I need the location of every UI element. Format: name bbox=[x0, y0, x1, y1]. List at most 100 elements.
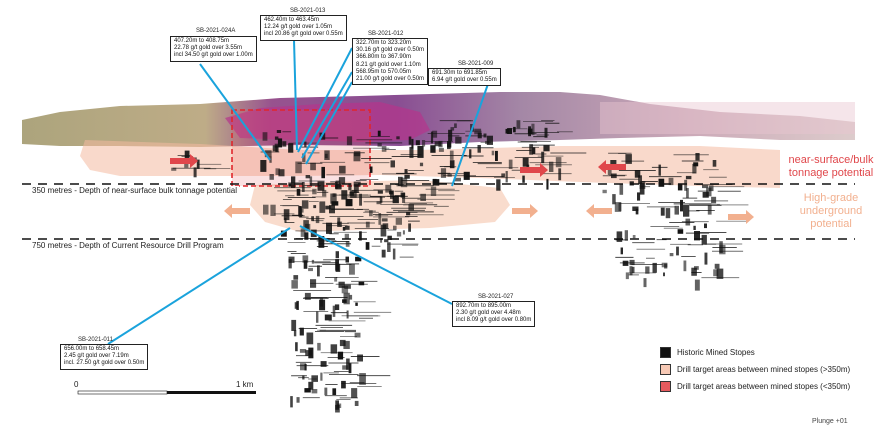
stope-block bbox=[310, 279, 317, 288]
depth-label-750: 750 metres - Depth of Current Resource D… bbox=[30, 241, 226, 250]
stope-block bbox=[716, 220, 748, 222]
stope-block bbox=[419, 194, 455, 196]
stope-block bbox=[689, 204, 722, 206]
stope-block bbox=[359, 373, 366, 385]
stope-block bbox=[632, 235, 636, 239]
stope-block bbox=[454, 123, 457, 128]
stope-block bbox=[631, 266, 635, 274]
stope-block bbox=[402, 230, 405, 235]
stope-block bbox=[313, 205, 317, 209]
stope-block bbox=[315, 215, 320, 224]
stope-block bbox=[355, 256, 362, 262]
stope-block bbox=[677, 229, 684, 234]
depth-label-350: 350 metres - Depth of near-surface bulk … bbox=[30, 186, 240, 195]
stope-block bbox=[344, 284, 351, 289]
arrow-peach-left-1 bbox=[224, 204, 250, 218]
stope-block bbox=[707, 205, 712, 215]
stope-block bbox=[317, 265, 320, 277]
stope-block bbox=[353, 184, 359, 193]
stope-block bbox=[717, 190, 741, 192]
stope-block bbox=[454, 177, 461, 182]
stope-block bbox=[522, 157, 529, 167]
stope-block bbox=[477, 163, 502, 165]
scale-label-end: 1 km bbox=[236, 380, 254, 389]
stope-block bbox=[514, 133, 537, 135]
stope-block bbox=[332, 305, 336, 317]
stope-block bbox=[324, 387, 328, 396]
stope-block bbox=[299, 327, 304, 336]
stope-block bbox=[296, 188, 301, 196]
stope-block bbox=[304, 363, 307, 371]
stope-block bbox=[351, 280, 378, 282]
callout-sb-2021-027: 892.70m to 895.00m 2.30 g/t gold over 4.… bbox=[452, 301, 536, 327]
stope-block bbox=[431, 155, 467, 156]
stope-block bbox=[620, 247, 623, 255]
stope-block bbox=[336, 399, 351, 400]
stope-block bbox=[291, 319, 297, 331]
legend-item-stopes: Historic Mined Stopes bbox=[660, 345, 850, 359]
stope-block bbox=[326, 174, 355, 176]
stope-block bbox=[316, 311, 319, 323]
callout-line: 322.70m to 323.20m bbox=[356, 40, 412, 46]
stope-block bbox=[319, 299, 326, 311]
stope-block bbox=[668, 177, 674, 186]
stope-block bbox=[369, 210, 373, 217]
stope-block bbox=[676, 172, 696, 174]
stope-block bbox=[288, 182, 304, 184]
stope-block bbox=[435, 182, 455, 184]
stope-block bbox=[619, 262, 645, 264]
stope-block bbox=[405, 216, 418, 217]
stope-block bbox=[491, 150, 495, 156]
stope-block bbox=[424, 141, 453, 142]
stope-block bbox=[411, 138, 414, 149]
stope-block bbox=[308, 265, 322, 267]
stope-block bbox=[701, 234, 707, 245]
stope-block bbox=[681, 221, 709, 223]
stope-block bbox=[516, 120, 521, 129]
stope-block bbox=[204, 168, 217, 170]
arrow-peach-right-1 bbox=[512, 204, 538, 218]
stope-block bbox=[406, 211, 411, 216]
callout-line: 8.21 g/t gold over 1.10m bbox=[356, 61, 421, 68]
stope-block bbox=[486, 167, 519, 169]
stope-block bbox=[285, 195, 295, 197]
stope-block bbox=[290, 396, 293, 408]
stope-block bbox=[274, 136, 279, 140]
stope-block bbox=[308, 381, 314, 390]
callout-line: 407.20m to 408.75m bbox=[174, 38, 230, 44]
stope-block bbox=[354, 228, 389, 229]
stope-block bbox=[602, 175, 626, 177]
stope-block bbox=[555, 157, 562, 168]
stope-block bbox=[443, 175, 476, 177]
stope-block bbox=[619, 184, 624, 195]
stope-block bbox=[697, 190, 709, 192]
stope-block bbox=[338, 177, 346, 185]
stope-block bbox=[483, 133, 487, 138]
stope-block bbox=[632, 206, 639, 211]
stope-block bbox=[640, 186, 651, 188]
stope-block bbox=[663, 272, 665, 277]
stope-block bbox=[171, 167, 177, 171]
stope-block bbox=[355, 302, 358, 306]
stope-block bbox=[520, 141, 551, 142]
callout-line: 2.45 g/t gold over 7.19m bbox=[64, 353, 129, 360]
stope-block bbox=[337, 221, 342, 227]
stope-block bbox=[334, 304, 340, 310]
stope-block bbox=[706, 243, 743, 245]
callout-line: 6.94 g/t gold over 0.55m bbox=[432, 77, 497, 84]
stope-block bbox=[287, 197, 316, 198]
callout-line: 21.00 g/t gold over 0.50m bbox=[356, 76, 425, 83]
line-sb-2021-012b bbox=[301, 71, 353, 159]
stope-block bbox=[390, 190, 394, 199]
stope-block bbox=[330, 193, 337, 204]
stope-block bbox=[305, 223, 311, 230]
stope-block bbox=[320, 361, 327, 367]
legend-swatch-target-deep bbox=[660, 363, 671, 375]
stope-block bbox=[323, 137, 339, 139]
stope-block bbox=[557, 131, 573, 133]
stope-block bbox=[432, 179, 440, 186]
callout-sb-2021-024a: 407.20m to 408.75m 22.78 g/t gold over 3… bbox=[170, 36, 257, 62]
stope-block bbox=[694, 231, 700, 241]
stope-block bbox=[533, 136, 548, 138]
stope-block bbox=[339, 194, 368, 196]
